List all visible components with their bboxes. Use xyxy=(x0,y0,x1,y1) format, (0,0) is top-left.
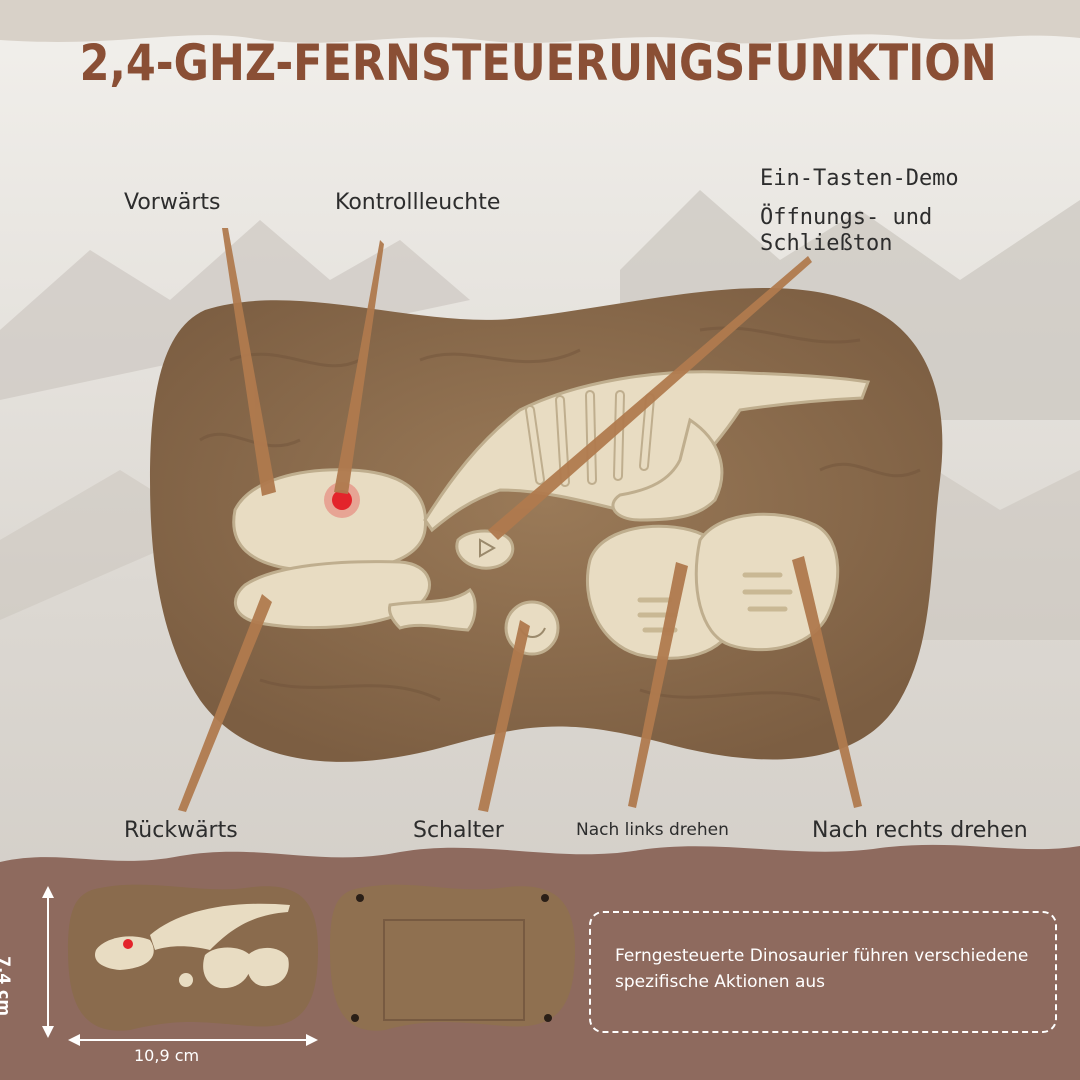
info-text: Ferngesteuerte Dinosaurier führen versch… xyxy=(615,946,1029,992)
turn-right-button xyxy=(694,512,840,652)
pointer-rueckwaerts xyxy=(178,594,272,812)
pointer-vorwaerts xyxy=(222,228,276,496)
page-title: 2,4-GHZ-FERNSTEUERUNGSFUNKTION xyxy=(79,34,997,92)
switch-button xyxy=(504,600,560,656)
height-dimension-label: 7,4 cm xyxy=(0,956,14,1017)
width-dimension-label: 10,9 cm xyxy=(134,1046,200,1065)
thumbnail-front xyxy=(68,884,318,1031)
pointer-kontrollleuchte xyxy=(334,240,384,494)
height-dimension-arrow xyxy=(42,886,54,1038)
demo-button xyxy=(455,529,515,570)
pointer-demo xyxy=(488,256,812,540)
label-demo-line1: Ein-Tasten-Demo xyxy=(760,166,959,191)
label-demo-line3: Schließton xyxy=(760,231,893,256)
label-vorwaerts: Vorwärts xyxy=(124,190,221,215)
label-rechts: Nach rechts drehen xyxy=(812,818,1028,843)
label-rueckwaerts: Rückwärts xyxy=(124,818,238,843)
width-dimension-arrow xyxy=(68,1034,318,1046)
label-links: Nach links drehen xyxy=(576,820,729,840)
pointer-rechts xyxy=(792,556,862,808)
info-box: Ferngesteuerte Dinosaurier führen versch… xyxy=(589,911,1057,1033)
thumbnail-back xyxy=(330,884,575,1031)
pointer-schalter xyxy=(478,620,530,812)
label-demo-line2: Öffnungs- und xyxy=(760,205,933,230)
label-schalter: Schalter xyxy=(413,818,504,843)
skull-forward-button xyxy=(232,468,428,573)
label-kontrollleuchte: Kontrollleuchte xyxy=(335,190,501,215)
pointer-links xyxy=(628,562,688,808)
